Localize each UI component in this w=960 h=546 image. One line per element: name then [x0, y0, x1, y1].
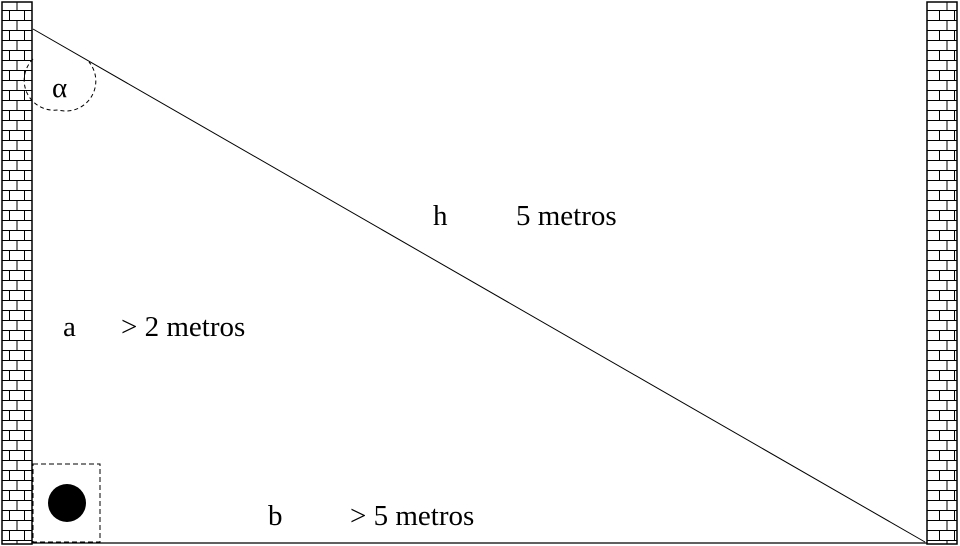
filled-circle-icon	[48, 484, 86, 522]
angle-arc	[23, 58, 97, 112]
angle-label: α	[52, 72, 67, 104]
ball-box	[32, 463, 101, 543]
left-brick-wall-icon	[1, 1, 33, 545]
right-brick-wall-icon	[926, 1, 958, 545]
right-wall	[926, 1, 958, 545]
b-symbol-label: b	[268, 500, 283, 532]
hyp-symbol-label: h	[433, 200, 448, 232]
a-value-label: > 2 metros	[121, 311, 245, 343]
b-value-label: > 5 metros	[350, 500, 474, 532]
hypotenuse-line	[32, 28, 926, 543]
left-wall	[1, 1, 33, 545]
hyp-value-label: 5 metros	[516, 200, 617, 232]
a-symbol-label: a	[63, 311, 76, 343]
